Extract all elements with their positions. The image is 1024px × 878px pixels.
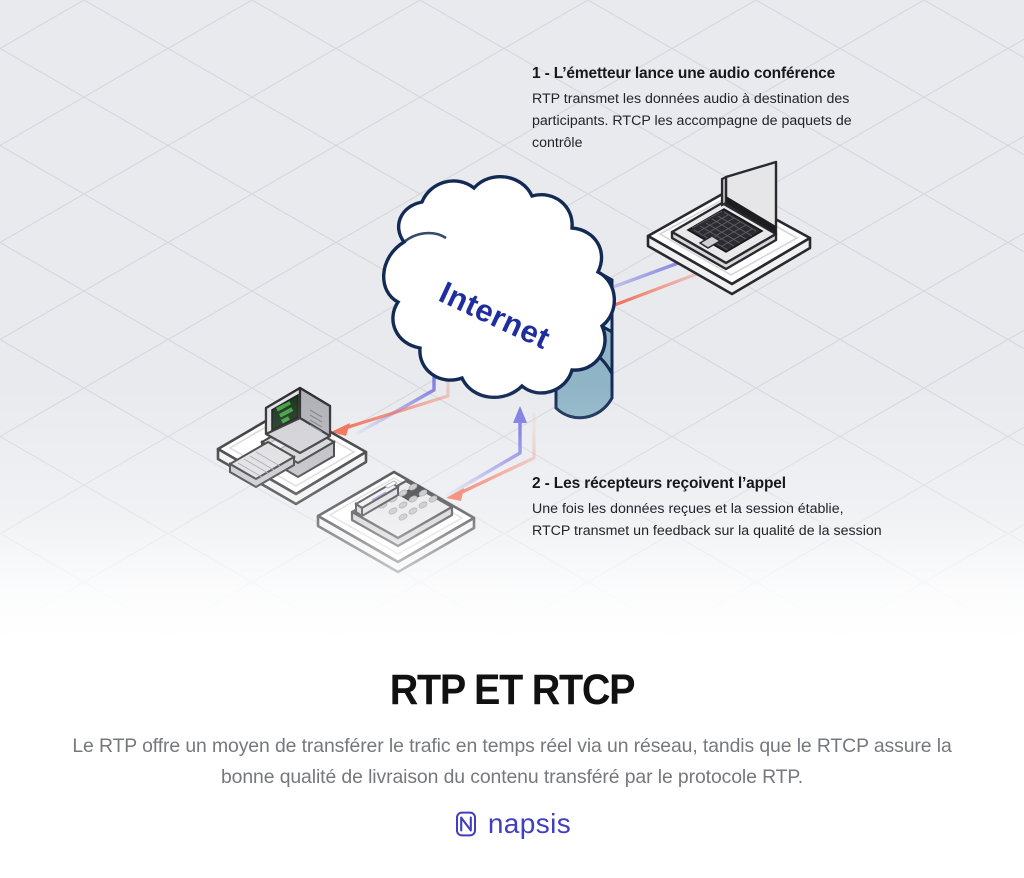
callout-step-2-body: Une fois les données reçues et la sessio… <box>532 501 882 539</box>
napsis-mark-icon <box>455 811 476 837</box>
callout-step-1-body: RTP transmet les données audio à destina… <box>532 91 852 151</box>
desk-phone-device <box>316 470 476 574</box>
laptop-device <box>646 160 812 296</box>
desktop-computer-device <box>216 386 368 506</box>
callout-step-2: 2 - Les récepteurs reçoivent l’appel Une… <box>532 474 902 543</box>
napsis-wordmark: napsis <box>487 807 572 839</box>
page-description: Le RTP offre un moyen de transférer le t… <box>72 735 952 789</box>
illustration-scene: Internet <box>0 0 1024 640</box>
brand-logo: napsis <box>0 807 1024 839</box>
callout-step-1: 1 - L’émetteur lance une audio conférenc… <box>532 64 902 154</box>
footer-block: RTP ET RTCP Le RTP offre un moyen de tra… <box>0 640 1024 878</box>
internet-cloud: Internet <box>382 174 617 420</box>
callout-step-2-title: 2 - Les récepteurs reçoivent l’appel <box>532 475 786 492</box>
page-title: RTP ET RTCP <box>389 666 636 714</box>
callout-step-1-title: 1 - L’émetteur lance une audio conférenc… <box>532 65 836 82</box>
